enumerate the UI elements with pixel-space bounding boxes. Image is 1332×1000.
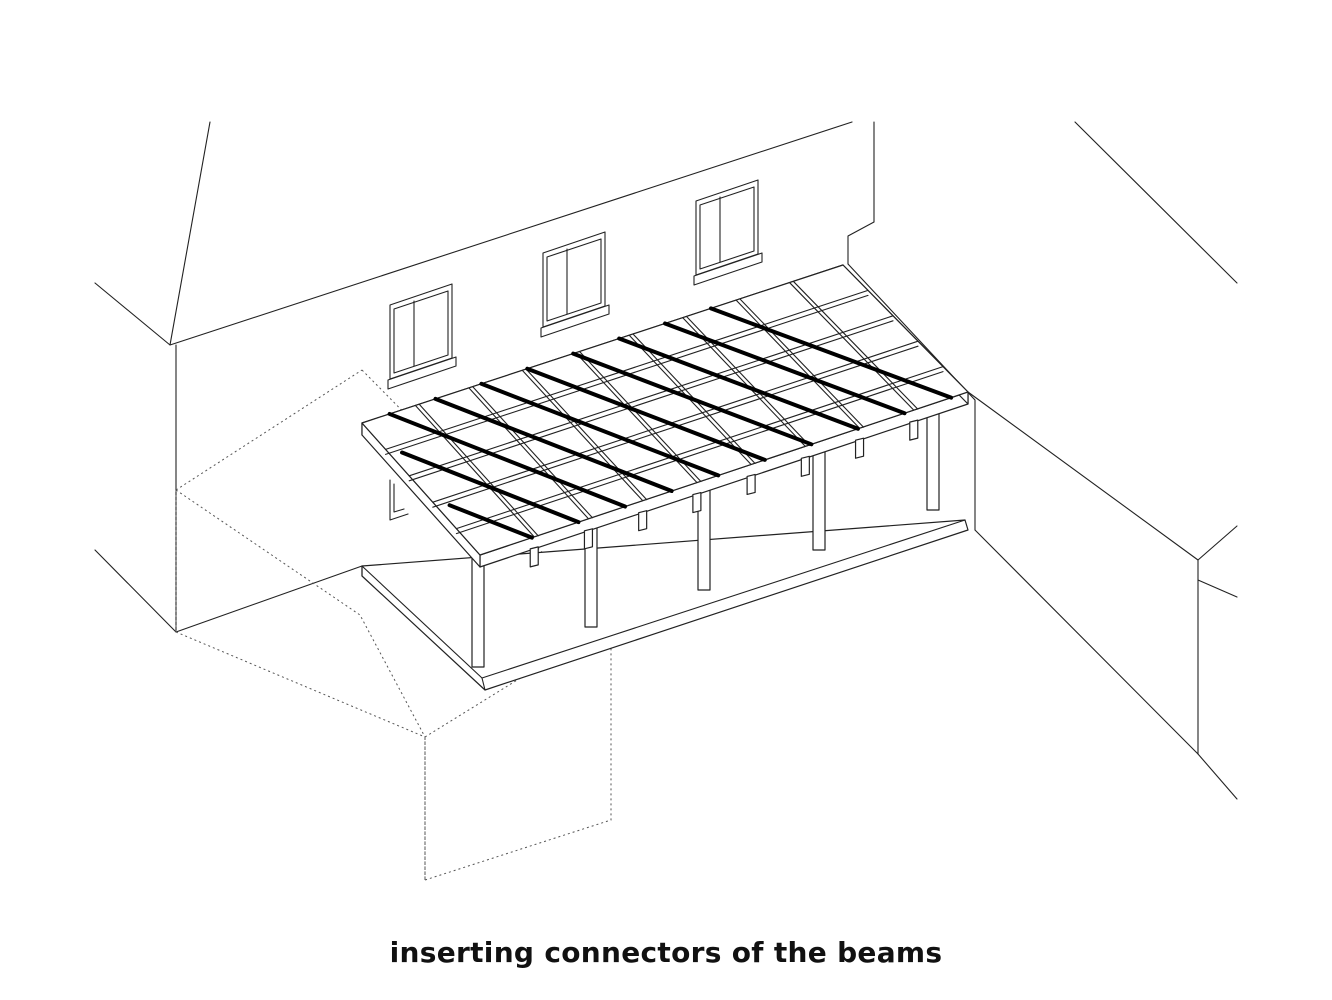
rafter-8 bbox=[789, 282, 915, 411]
front-plate-4 bbox=[692, 491, 702, 514]
connector-5 bbox=[433, 396, 674, 493]
house-side-step bbox=[847, 221, 875, 265]
connector-6 bbox=[479, 381, 721, 478]
window-2 bbox=[540, 231, 610, 338]
connector-10 bbox=[663, 321, 907, 416]
front-plate-5 bbox=[746, 473, 756, 496]
connector-9 bbox=[617, 336, 860, 431]
connector-3 bbox=[400, 450, 581, 525]
post-1 bbox=[471, 554, 485, 668]
window-1 bbox=[387, 283, 457, 390]
connector-8 bbox=[571, 351, 814, 447]
purlin-4 bbox=[455, 366, 944, 530]
window-lower-partial bbox=[389, 479, 409, 521]
purlin-1 bbox=[385, 289, 869, 450]
post-4 bbox=[812, 439, 826, 551]
purlin-3 bbox=[432, 340, 919, 503]
house-eave-line bbox=[169, 121, 853, 346]
rafter-edge-3 bbox=[525, 368, 648, 501]
rafter-edge-2 bbox=[472, 386, 593, 519]
rafter-7 bbox=[735, 299, 861, 429]
purlin-2 bbox=[408, 315, 894, 477]
front-plate-7 bbox=[854, 437, 865, 459]
front-plate-8 bbox=[909, 419, 919, 441]
connector-11 bbox=[708, 306, 954, 400]
neighbour-building bbox=[847, 121, 1238, 800]
rafter-1 bbox=[414, 404, 535, 538]
floor-deck bbox=[361, 519, 969, 691]
window-3 bbox=[693, 179, 763, 286]
front-plate-1 bbox=[529, 546, 539, 568]
house-roof-left-edge bbox=[94, 121, 211, 346]
diagram-caption: inserting connectors of the beams bbox=[389, 936, 943, 969]
rafter-edge-1 bbox=[418, 403, 539, 537]
front-plate-2 bbox=[583, 528, 594, 550]
rafter-2 bbox=[468, 387, 589, 520]
beam-connectors bbox=[387, 306, 954, 540]
rafter-edge-7 bbox=[739, 298, 865, 428]
rafter-edge-8 bbox=[793, 281, 919, 410]
beam-structure bbox=[361, 264, 969, 568]
front-plate-3 bbox=[638, 510, 648, 532]
connector-2 bbox=[447, 503, 534, 540]
rafter-3 bbox=[521, 369, 644, 502]
front-plate-6 bbox=[800, 455, 810, 477]
house-ground-left bbox=[94, 549, 363, 633]
roof-frame bbox=[361, 264, 969, 556]
connector-7 bbox=[525, 366, 767, 462]
connector-4 bbox=[387, 411, 628, 509]
